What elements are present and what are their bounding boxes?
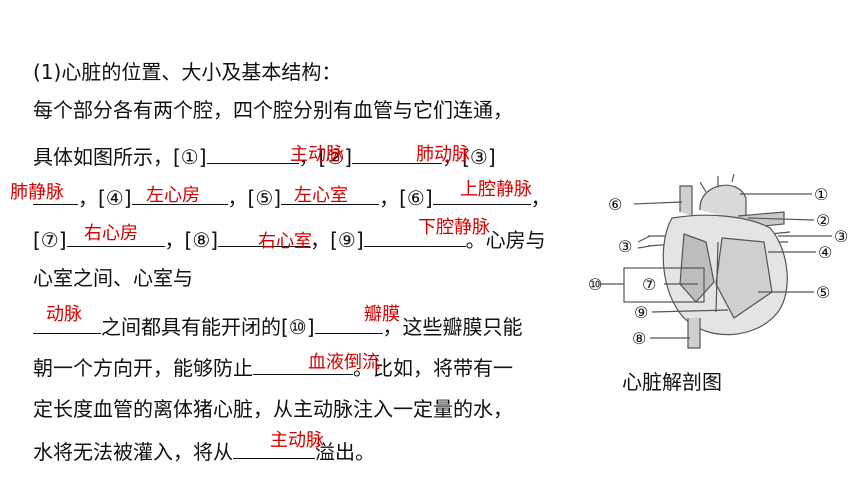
blank-1	[206, 141, 299, 164]
text-line-10: 水将无法被灌入，将从溢出。	[33, 436, 375, 466]
blank-2	[352, 141, 443, 164]
blank-3	[33, 182, 78, 205]
leader-3-left	[637, 235, 651, 249]
blank-10	[33, 311, 101, 334]
answer-3: 肺静脉	[10, 182, 64, 203]
septum	[715, 241, 719, 313]
label-5: ⑤	[816, 283, 830, 302]
label-4: ④	[818, 243, 832, 262]
answer-5: 左心室	[294, 185, 348, 206]
blank-7	[66, 224, 165, 247]
answer-13: 主动脉	[270, 430, 324, 451]
answer-6: 上腔静脉	[460, 179, 532, 200]
superior-vena-cava	[679, 185, 693, 216]
text-line-7: 之间都具有能开闭的[⑩]，这些瓣膜只能	[33, 311, 523, 341]
aorta-shape	[699, 184, 747, 222]
answer-8: 右心室	[258, 231, 312, 252]
inferior-vena-cava	[687, 318, 701, 349]
leader-9	[651, 309, 729, 313]
blank-12	[253, 352, 353, 375]
blank-8	[218, 224, 311, 247]
blank-13	[233, 436, 315, 459]
label-6: ⑥	[608, 195, 622, 214]
blank-6	[432, 182, 531, 205]
answer-4: 左心房	[146, 185, 200, 206]
text-line-8: 朝一个方向开，能够防止。比如，将带有一	[33, 352, 513, 382]
label-1: ①	[814, 185, 828, 204]
blank-4	[131, 182, 228, 205]
label-7: ⑦	[642, 275, 656, 294]
figure-caption: 心脏解剖图	[622, 370, 722, 394]
answer-9: 下腔静脉	[418, 217, 490, 238]
text-line-6: 心室之间、心室与	[33, 266, 193, 290]
blank-5	[281, 182, 380, 205]
answer-11: 瓣膜	[364, 304, 400, 325]
leader-2	[747, 217, 815, 221]
blank-11	[314, 311, 383, 334]
aorta-branches	[699, 173, 735, 193]
answer-1: 主动脉	[290, 144, 344, 165]
label-2: ②	[816, 211, 830, 230]
label-3-left: ③	[618, 237, 632, 256]
text-line-4: ，[④]，[⑤]，[⑥]，	[33, 182, 551, 212]
text-line-5: [⑦]，[⑧]，[⑨]。心房与	[33, 224, 546, 254]
answer-7: 右心房	[84, 223, 138, 244]
label-10: ⑩	[588, 275, 602, 294]
heart-diagram: ① ② ③ ④ ⑤ ⑥ ③ ⑦ ⑧ ⑨ ⑩	[588, 173, 848, 349]
section-title: (1)心脏的位置、大小及基本结构：	[33, 60, 342, 84]
label-9: ⑨	[634, 303, 648, 322]
blank-9	[363, 224, 466, 247]
text-line-9: 定长度血管的离体猪心脏，从主动脉注入一定量的水，	[33, 397, 513, 421]
valve-bracket	[623, 267, 705, 303]
answer-10: 动脉	[46, 304, 82, 325]
answer-12: 血液倒流	[308, 352, 380, 373]
label-3-right: ③	[834, 227, 848, 246]
text-line-3: 具体如图所示，[①]，[②]，[③]	[33, 141, 496, 171]
answer-2: 肺动脉	[416, 144, 470, 165]
leader-6	[633, 201, 683, 205]
text-line-2: 每个部分各有两个腔，四个腔分别有血管与它们连通，	[33, 98, 513, 122]
label-8: ⑧	[632, 329, 646, 348]
